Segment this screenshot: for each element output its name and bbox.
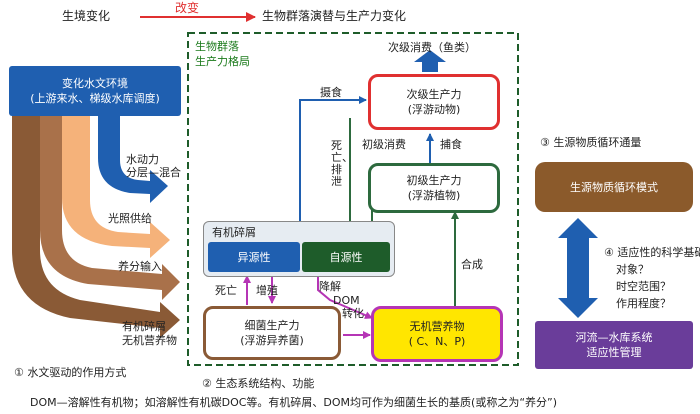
header-succession: 生物群落演替与生产力变化 <box>262 9 407 23</box>
secondary-productivity-subtitle: (浮游动物) <box>407 103 461 116</box>
grazing-arrow <box>299 96 367 222</box>
question-degree: 作用程度？ <box>616 297 671 310</box>
question-object: 对象？ <box>616 263 649 276</box>
flux-title: ③ 生源物质循环通量 <box>540 136 642 149</box>
adaptive-management-box: 河流—水库系统 适应性管理 <box>535 321 693 369</box>
cycle-pattern-box: 生源物质循环模式 <box>535 162 693 212</box>
primary-consumption-label: 初级消费 <box>362 138 406 151</box>
primary-productivity-title: 初级生产力 <box>406 174 462 187</box>
caption-hydro-driver: ① 水文驱动的作用方式 <box>14 366 127 379</box>
predation-label: 捕食 <box>440 138 462 151</box>
grazing-label: 摄食 <box>320 86 342 99</box>
fish-consumption-label: 次级消费（鱼类） <box>388 41 476 54</box>
organic-detritus-box: 有机碎屑 异源性 自源性 <box>203 221 395 277</box>
allochthonous-box: 异源性 <box>208 242 300 272</box>
proliferation-label: 增殖 <box>256 284 278 297</box>
adaptive-management-subtitle: 适应性管理 <box>586 346 642 359</box>
hydro-environment-title: 变化水文环境 <box>62 77 128 90</box>
bacteria-productivity-box: 细菌生产力 (浮游异养菌) <box>203 306 341 360</box>
footnote: DOM—溶解性有机物；如溶解性有机碳DOC等。有机碎屑、DOM均可作为细菌生长的… <box>30 396 558 409</box>
flow-label-light: 光照供给 <box>108 212 152 225</box>
header-change-label: 改变 <box>175 1 200 15</box>
adaptive-management-title: 河流—水库系统 <box>575 331 653 344</box>
caption-ecosystem: ② 生态系统结构、功能 <box>202 377 315 390</box>
fish-output-arrow <box>414 50 446 72</box>
flow-arrow-hydro <box>98 98 168 203</box>
dom-label: DOM <box>333 294 360 307</box>
bacteria-productivity-title: 细菌生产力 <box>244 319 300 332</box>
flow-label-organic: 有机碎屑 无机营养物 <box>122 320 177 347</box>
community-title-1: 生物群落 <box>195 40 239 53</box>
flow-label-hydro: 水动力 分层—混合 <box>126 153 181 179</box>
community-title-2: 生产力格局 <box>195 55 250 68</box>
question-scope: 时空范围？ <box>616 280 671 293</box>
secondary-productivity-box: 次级生产力 (浮游动物) <box>368 74 500 130</box>
death-excretion-label: 死亡、排泄 <box>331 139 353 188</box>
hydro-environment-box: 变化水文环境 (上游来水、梯级水库调度) <box>9 66 181 116</box>
autochthonous-box: 自源性 <box>302 242 390 272</box>
inorganic-nutrients-title: 无机营养物 <box>409 320 465 333</box>
primary-productivity-subtitle: (浮游植物) <box>407 189 461 202</box>
primary-productivity-box: 初级生产力 (浮游植物) <box>368 163 500 213</box>
flow-arrow-nutrient <box>40 98 180 300</box>
hydro-environment-subtitle: (上游来水、梯级水库调度) <box>30 92 160 105</box>
bacteria-productivity-subtitle: (浮游异养菌) <box>240 334 304 347</box>
conversion-label: 转化 <box>342 307 364 320</box>
decomposition-label: 降解 <box>319 280 341 293</box>
organic-detritus-title: 有机碎屑 <box>212 226 256 239</box>
secondary-productivity-title: 次级生产力 <box>406 88 462 101</box>
decomposition-arrow <box>317 276 373 319</box>
adaptive-science-title: ④ 适应性的科学基础 <box>604 246 700 259</box>
flow-label-nutrient: 养分输入 <box>118 260 162 273</box>
flow-arrow-organic <box>12 98 180 338</box>
synthesis-label: 合成 <box>461 258 483 271</box>
header-habitat-change: 生境变化 <box>62 9 111 23</box>
ecosystem-dashed-frame <box>187 32 519 366</box>
inorganic-nutrients-subtitle: ( C、N、P) <box>408 335 466 348</box>
bacteria-death-label: 死亡 <box>215 284 237 297</box>
cycle-mgmt-double-arrow <box>558 218 598 318</box>
inorganic-nutrients-box: 无机营养物 ( C、N、P) <box>371 306 503 362</box>
flow-arrow-light <box>62 98 170 258</box>
